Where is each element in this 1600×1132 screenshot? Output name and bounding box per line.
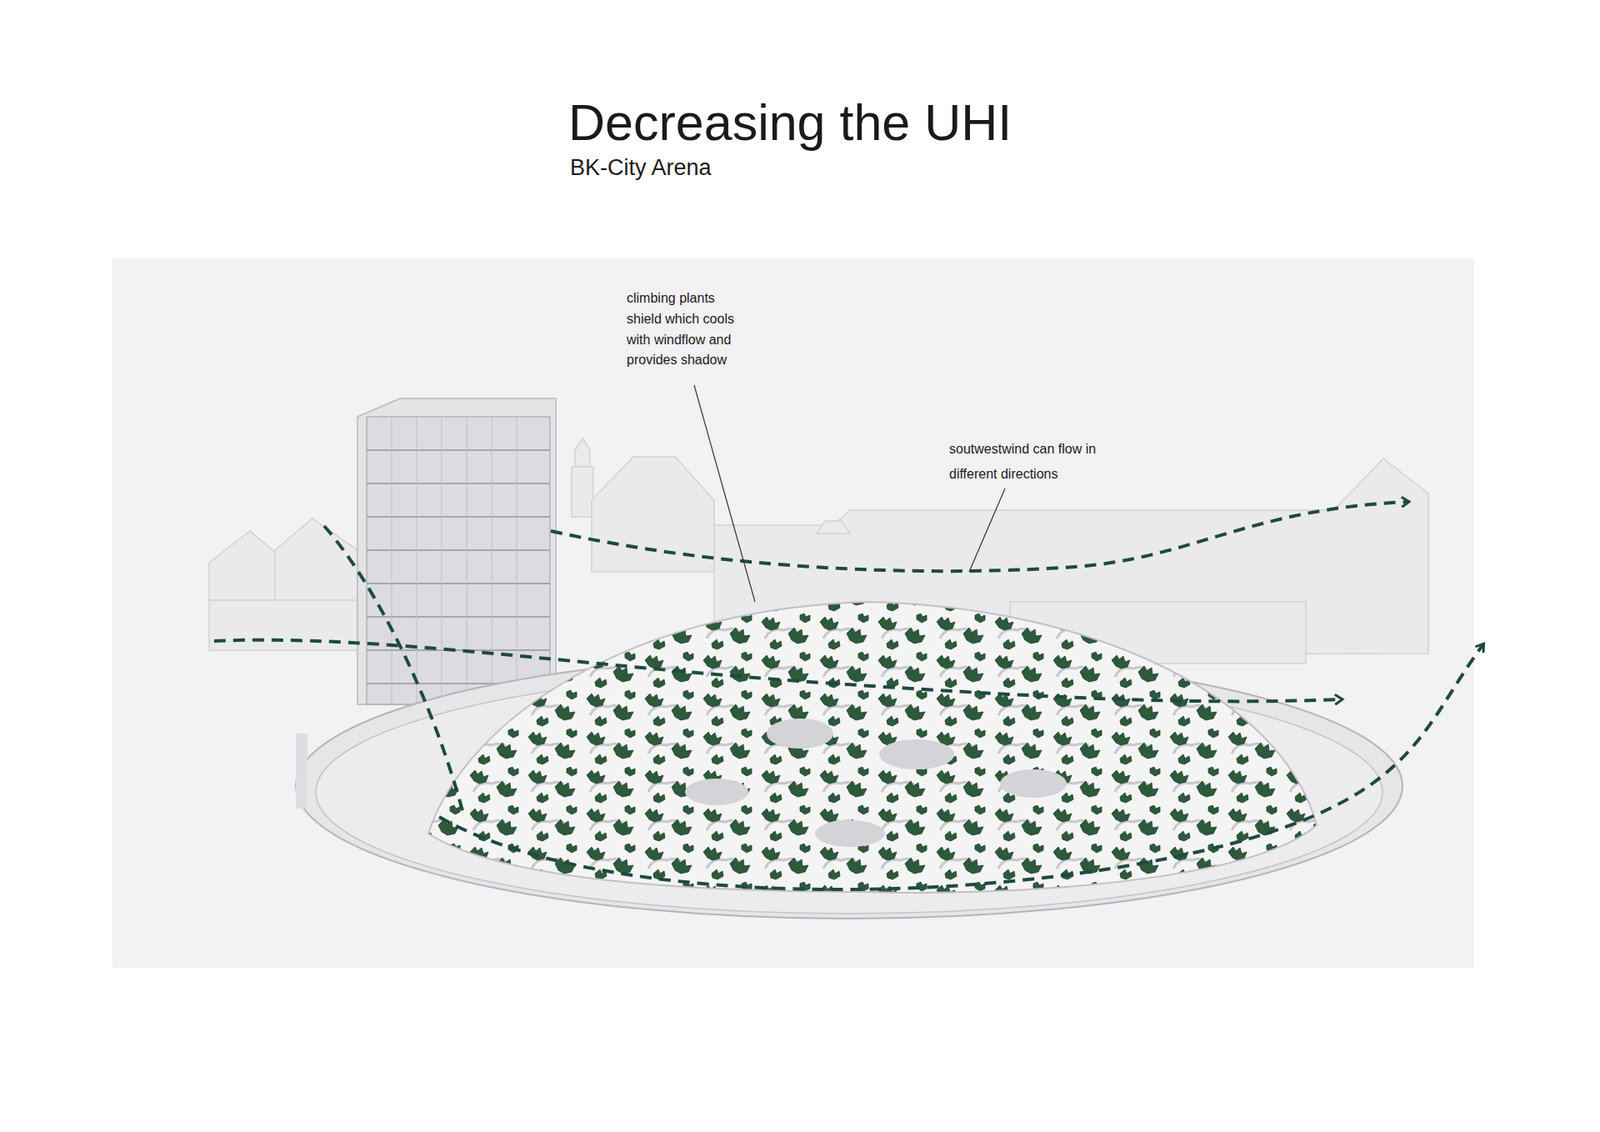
leader-lines xyxy=(694,385,1005,602)
subtitle: BK-City Arena xyxy=(570,155,904,181)
dome-openings xyxy=(685,718,1067,847)
wind-arrows xyxy=(214,501,1484,890)
glass-tower xyxy=(357,398,556,705)
plant-dome xyxy=(428,601,1317,893)
callout-note: climbing plants shield which cools with … xyxy=(626,288,754,371)
callout-note: soutwestwind can flow in different direc… xyxy=(949,436,1138,488)
render-panel xyxy=(112,258,1475,968)
diagram-title: Decreasing the UHI xyxy=(568,93,1235,152)
